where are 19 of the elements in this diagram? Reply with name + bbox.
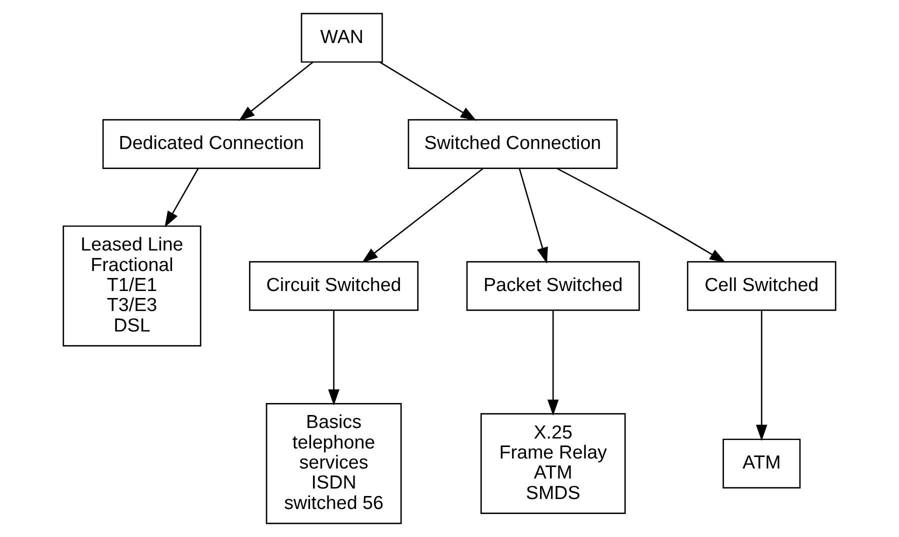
node-box: Circuit Switched [249, 261, 419, 311]
arrow [756, 310, 768, 441]
node-box: WAN [300, 12, 383, 63]
arrow [362, 168, 484, 263]
arrow [518, 168, 548, 264]
node-box: Packet Switched [466, 261, 640, 311]
node-box: Leased Line Fractional T1/E1 T3/E3 DSL [62, 225, 202, 347]
arrow [164, 168, 199, 228]
arrow [238, 62, 314, 122]
node-box: Basics telephone services ISDN switched 56 [266, 403, 402, 524]
node-box: X.25 Frame Relay ATM SMDS [480, 413, 626, 514]
arrow [328, 310, 340, 406]
arrow [547, 310, 559, 416]
node-box: Switched Connection [408, 119, 618, 169]
arrow [379, 62, 477, 121]
node-box: Dedicated Connection [102, 119, 320, 169]
node-box: ATM [722, 438, 801, 488]
arrow [556, 168, 726, 263]
node-box: Cell Switched [686, 261, 836, 311]
